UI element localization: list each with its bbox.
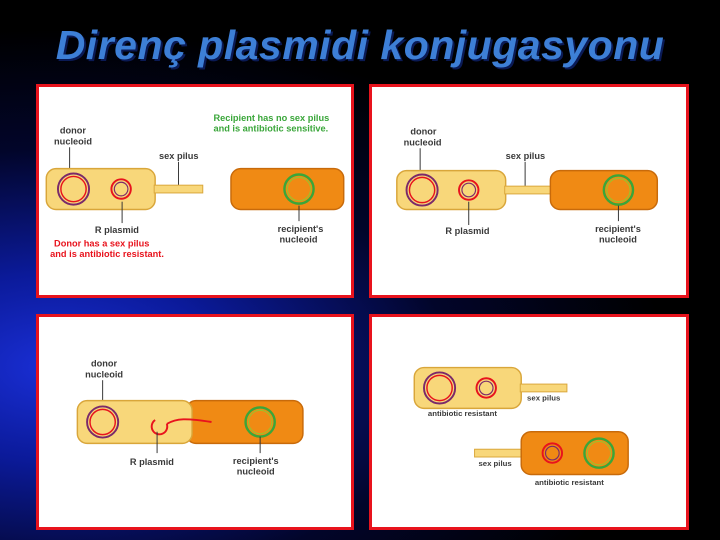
panel-pilus-contact: donor nucleoid sex pilus R plasmid recip… bbox=[369, 84, 689, 298]
donor-cell bbox=[413, 366, 522, 410]
donor-nucleoid bbox=[405, 173, 439, 207]
r-plasmid-bottom bbox=[541, 442, 564, 464]
panel-initial-state: Recipient has no sex pilus and is antibi… bbox=[36, 84, 354, 298]
r-plasmid-label: R plasmid bbox=[130, 457, 174, 467]
recipient-nucleoid-label-2: nucleoid bbox=[599, 235, 637, 245]
sex-pilus bbox=[504, 185, 554, 195]
r-plasmid-label: R plasmid bbox=[95, 225, 139, 235]
conjugation-diagram-4: sex pilus antibiotic resistant sex pilus… bbox=[413, 366, 629, 487]
conjugation-diagram-3: donor nucleoid R plasmid recipient's nuc… bbox=[76, 359, 304, 477]
sex-pilus-label-top: sex pilus bbox=[527, 394, 560, 403]
sex-pilus-label-bottom: sex pilus bbox=[478, 459, 511, 468]
panel-dna-transfer: donor nucleoid R plasmid recipient's nuc… bbox=[36, 314, 354, 530]
recipient-nucleoid-label-2: nucleoid bbox=[237, 467, 275, 477]
recipient-nucleoid-label-1: recipient's bbox=[233, 456, 279, 466]
recipient-note-line1: Recipient has no sex pilus bbox=[213, 113, 329, 123]
sex-pilus-label: sex pilus bbox=[159, 151, 198, 161]
recipient-nucleoid-label-2: nucleoid bbox=[280, 235, 318, 245]
sex-pilus-label: sex pilus bbox=[506, 151, 545, 161]
recipient-nucleoid bbox=[602, 174, 635, 206]
panel-both-resistant: sex pilus antibiotic resistant sex pilus… bbox=[369, 314, 689, 530]
donor-nucleoid-label-1: donor bbox=[410, 127, 437, 137]
donor-nucleoid bbox=[86, 405, 120, 439]
sex-pilus-top bbox=[519, 383, 568, 393]
sex-pilus bbox=[153, 184, 204, 194]
r-plasmid-label: R plasmid bbox=[445, 226, 489, 236]
donor-note-line2: and is antibiotic resistant. bbox=[50, 249, 164, 259]
r-plasmid bbox=[458, 179, 480, 201]
r-plasmid bbox=[110, 178, 132, 200]
recipient-cell bbox=[520, 430, 629, 476]
donor-nucleoid-label-1: donor bbox=[91, 359, 118, 369]
recipient-nucleoid bbox=[283, 173, 315, 205]
donor-nucleoid bbox=[423, 371, 457, 405]
donor-nucleoid-label-2: nucleoid bbox=[404, 137, 442, 147]
donor-note-line1: Donor has a sex pilus bbox=[54, 238, 149, 248]
recipient-nucleoid bbox=[583, 437, 615, 469]
donor-cell bbox=[76, 399, 193, 445]
donor-cell bbox=[45, 167, 156, 211]
donor-nucleoid bbox=[56, 172, 91, 206]
donor-nucleoid-label-2: nucleoid bbox=[54, 136, 92, 146]
r-plasmid-top bbox=[475, 377, 497, 399]
recipient-nucleoid-label-1: recipient's bbox=[278, 224, 324, 234]
sex-pilus-bottom bbox=[474, 448, 524, 458]
recipient-note-line2: and is antibiotic sensitive. bbox=[213, 124, 328, 134]
donor-nucleoid-label-1: donor bbox=[60, 126, 87, 136]
donor-nucleoid-label-2: nucleoid bbox=[85, 369, 123, 379]
conjugation-diagram-2: donor nucleoid sex pilus R plasmid recip… bbox=[396, 127, 659, 245]
resistant-label-bottom: antibiotic resistant bbox=[535, 478, 604, 487]
resistant-label-top: antibiotic resistant bbox=[428, 409, 497, 418]
conjugation-diagram-1: Recipient has no sex pilus and is antibi… bbox=[45, 113, 345, 259]
recipient-nucleoid-label-1: recipient's bbox=[595, 224, 641, 234]
slide-title: Direnç plasmidi konjugasyonu bbox=[55, 22, 665, 68]
